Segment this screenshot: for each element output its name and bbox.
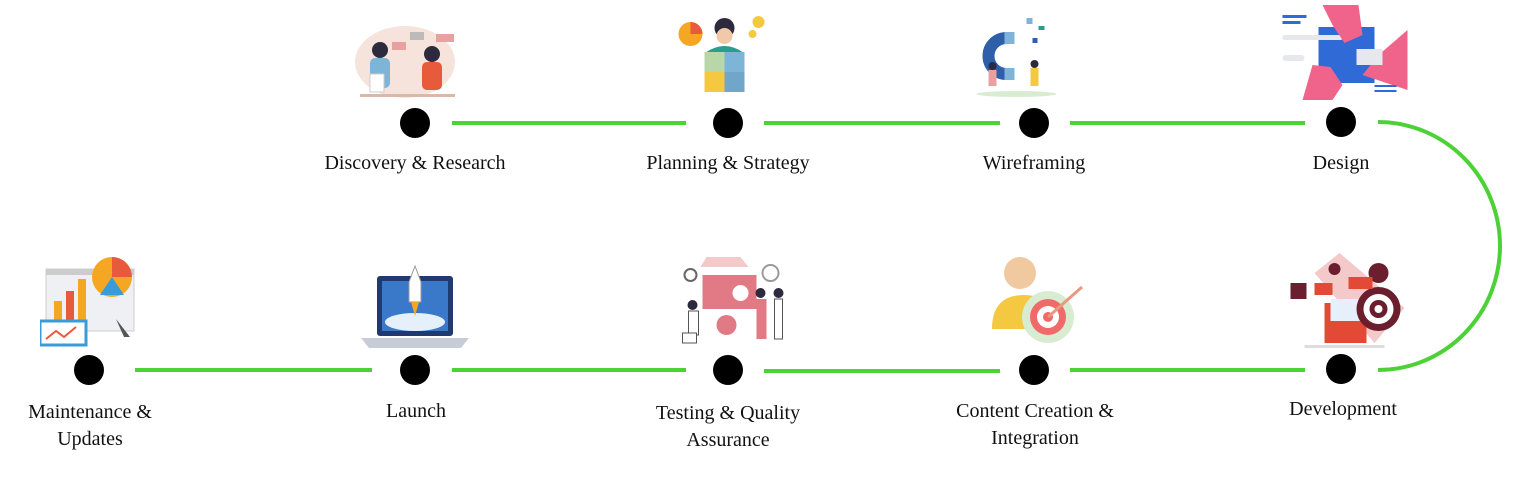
step-label-planning-strategy: Planning & Strategy <box>646 152 810 174</box>
step-node-6 <box>1019 355 1049 385</box>
label-line: Content Creation & <box>956 400 1114 422</box>
step-node-8 <box>400 355 430 385</box>
step-label-testing-qa: Testing & Quality Assurance <box>656 400 800 454</box>
magnet-wireframe-illustration <box>976 18 1057 97</box>
hands-design-illustration <box>1282 5 1408 100</box>
step-node-4 <box>1326 107 1356 137</box>
step-label-design: Design <box>1312 152 1370 174</box>
user-target-illustration <box>992 257 1083 343</box>
step-label-content-creation: Content Creation & Integration <box>956 398 1114 452</box>
step-node-2 <box>713 108 743 138</box>
step-node-5 <box>1326 354 1356 384</box>
marketing-target-illustration <box>1290 253 1405 348</box>
step-node-3 <box>1019 108 1049 138</box>
step-label-wireframing: Wireframing <box>982 152 1086 174</box>
label-line: Updates <box>57 428 123 450</box>
step-label-development: Development <box>1289 398 1397 420</box>
step-label-launch: Launch <box>386 400 446 422</box>
connector-4-5 <box>1377 120 1502 372</box>
puzzle-strategy-illustration <box>678 16 765 92</box>
label-line: Integration <box>991 427 1079 449</box>
step-node-9 <box>74 355 104 385</box>
rocket-laptop-illustration <box>361 264 469 348</box>
label-line: Testing & Quality <box>655 402 801 424</box>
team-meeting-illustration <box>355 26 455 98</box>
step-node-1 <box>400 108 430 138</box>
step-node-7 <box>713 355 743 385</box>
step-label-maintenance-updates: Maintenance & Updates <box>28 399 152 453</box>
label-line: Assurance <box>686 429 770 451</box>
step-label-discovery-research: Discovery & Research <box>324 152 506 174</box>
label-line: Maintenance & <box>28 401 152 423</box>
qa-testing-illustration <box>682 257 784 344</box>
analytics-dashboard-illustration <box>40 257 135 347</box>
